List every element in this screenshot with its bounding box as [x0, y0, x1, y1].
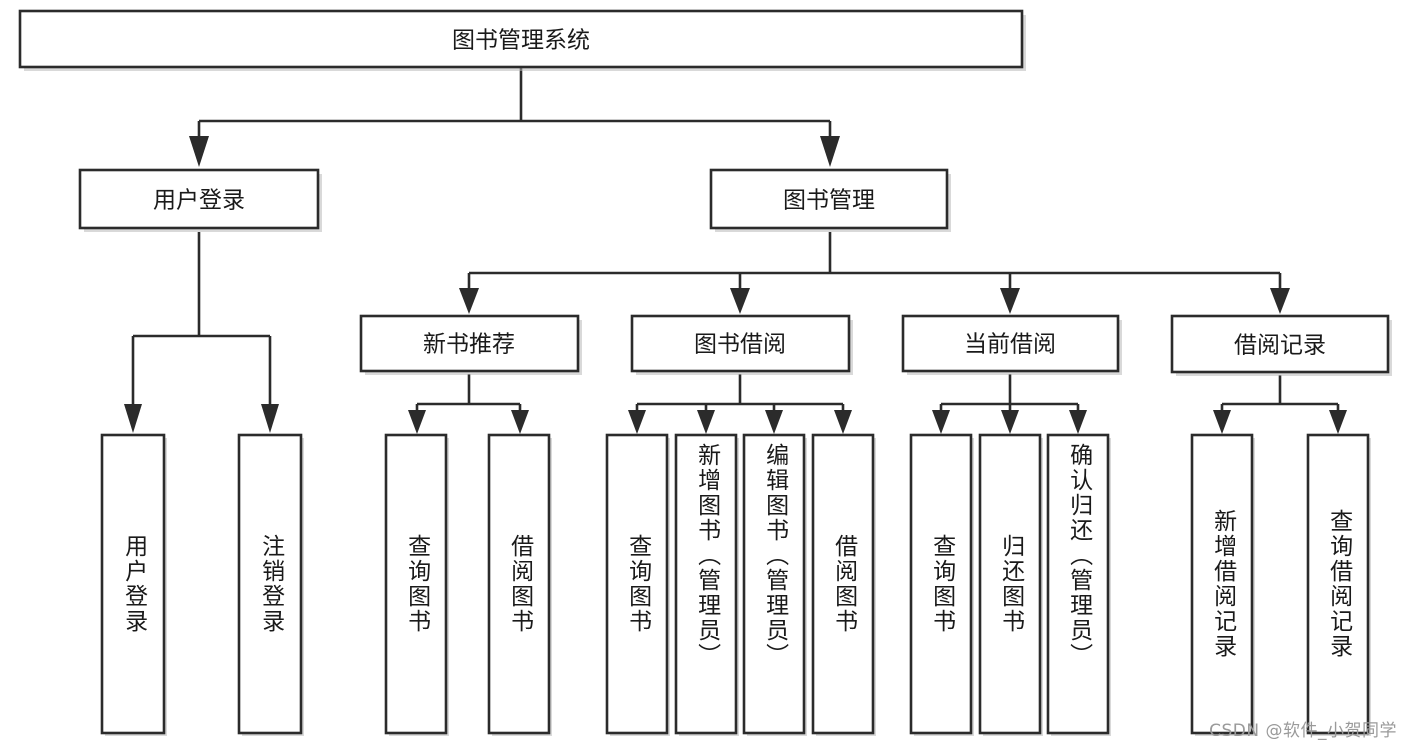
- node-root[interactable]: 图书管理系统: [18, 9, 1026, 71]
- node-leaf-borrow-records-2[interactable]: [1306, 433, 1371, 736]
- arrow-borrow-leaf-2: [697, 410, 715, 434]
- node-leaf-user-login-1[interactable]: [100, 433, 167, 736]
- node-leaf-current-borrow-3[interactable]: [1046, 433, 1111, 736]
- node-leaf-current-borrow-1[interactable]: [909, 433, 974, 736]
- node-leaf-new-book-1[interactable]: [384, 433, 449, 736]
- arrow-user-leaf-2: [261, 404, 279, 433]
- leaf-r1-box[interactable]: [1190, 433, 1254, 735]
- node-current-borrow-label: 当前借阅: [964, 332, 1056, 358]
- arrow-user-leaf-1: [124, 404, 142, 433]
- arrow-current-leaf-1: [932, 410, 950, 434]
- connector-group-current-borrow: [932, 374, 1087, 434]
- node-leaf-user-login-2[interactable]: [237, 433, 304, 736]
- arrow-borrow-leaf-1: [628, 410, 646, 434]
- arrow-root-to-book: [820, 136, 840, 167]
- leaf-n2-box[interactable]: [487, 433, 551, 735]
- leaf-b4-box[interactable]: [811, 433, 875, 735]
- connector-group-new-book: [408, 374, 529, 434]
- connector-group-borrow-records: [1213, 375, 1347, 434]
- node-book-manage[interactable]: 图书管理: [709, 168, 951, 232]
- leaf-u2-box[interactable]: [237, 433, 303, 735]
- node-borrow-records[interactable]: 借阅记录: [1170, 314, 1392, 376]
- connector-group-user-login: [124, 232, 279, 433]
- leaf-r2-box[interactable]: [1306, 433, 1370, 735]
- arrow-book-to-borrow: [730, 288, 750, 314]
- node-leaf-book-borrow-4[interactable]: [811, 433, 876, 736]
- leaf-c1-box[interactable]: [909, 433, 973, 735]
- connector-group-root: [189, 67, 840, 167]
- node-user-login-label: 用户登录: [153, 188, 245, 214]
- node-new-book-label: 新书推荐: [423, 332, 515, 358]
- node-book-manage-box[interactable]: [709, 168, 949, 230]
- leaf-u1-box[interactable]: [100, 433, 166, 735]
- leaf-b3-box[interactable]: [742, 433, 806, 735]
- arrow-current-leaf-3: [1069, 410, 1087, 434]
- node-borrow-records-label: 借阅记录: [1234, 333, 1326, 359]
- arrow-records-leaf-1: [1213, 410, 1231, 434]
- arrow-current-leaf-2: [1001, 410, 1019, 434]
- arrow-new-leaf-1: [408, 410, 426, 434]
- node-user-login[interactable]: 用户登录: [78, 168, 322, 232]
- leaf-c3-box[interactable]: [1046, 433, 1110, 735]
- arrow-root-to-user: [189, 136, 209, 167]
- arrow-borrow-leaf-3: [765, 410, 783, 434]
- arrow-borrow-leaf-4: [834, 410, 852, 434]
- node-current-borrow[interactable]: 当前借阅: [901, 314, 1122, 375]
- arrow-book-to-records: [1270, 288, 1290, 314]
- node-leaf-borrow-records-1[interactable]: [1190, 433, 1255, 736]
- node-borrow-records-box[interactable]: [1170, 314, 1390, 374]
- node-book-manage-label: 图书管理: [783, 188, 875, 214]
- node-leaf-book-borrow-2[interactable]: [674, 433, 739, 736]
- node-current-borrow-box[interactable]: [901, 314, 1120, 373]
- node-leaf-book-borrow-3[interactable]: [742, 433, 807, 736]
- node-root-label: 图书管理系统: [452, 28, 590, 54]
- node-book-borrow-box[interactable]: [630, 314, 851, 373]
- arrow-records-leaf-2: [1329, 410, 1347, 434]
- arrow-book-to-current: [1000, 288, 1020, 314]
- node-leaf-book-borrow-1[interactable]: [605, 433, 670, 736]
- leaf-b2-box[interactable]: [674, 433, 738, 735]
- node-book-borrow-label: 图书借阅: [694, 332, 786, 358]
- node-new-book-recommend[interactable]: 新书推荐: [359, 314, 582, 375]
- node-leaf-new-book-2[interactable]: [487, 433, 552, 736]
- arrow-new-leaf-2: [511, 410, 529, 434]
- leaf-c2-box[interactable]: [978, 433, 1042, 735]
- connector-group-book-borrow: [628, 374, 852, 434]
- node-leaf-current-borrow-2[interactable]: [978, 433, 1043, 736]
- watermark-text: CSDN @软件_小贺同学: [1209, 721, 1397, 741]
- node-root-box[interactable]: [18, 9, 1024, 69]
- connector-group-book-manage: [459, 232, 1290, 314]
- arrow-book-to-new: [459, 288, 479, 314]
- leaf-n1-box[interactable]: [384, 433, 448, 735]
- node-book-borrow[interactable]: 图书借阅: [630, 314, 853, 375]
- node-user-login-box[interactable]: [78, 168, 320, 230]
- node-new-book-box[interactable]: [359, 314, 580, 373]
- leaf-b1-box[interactable]: [605, 433, 669, 735]
